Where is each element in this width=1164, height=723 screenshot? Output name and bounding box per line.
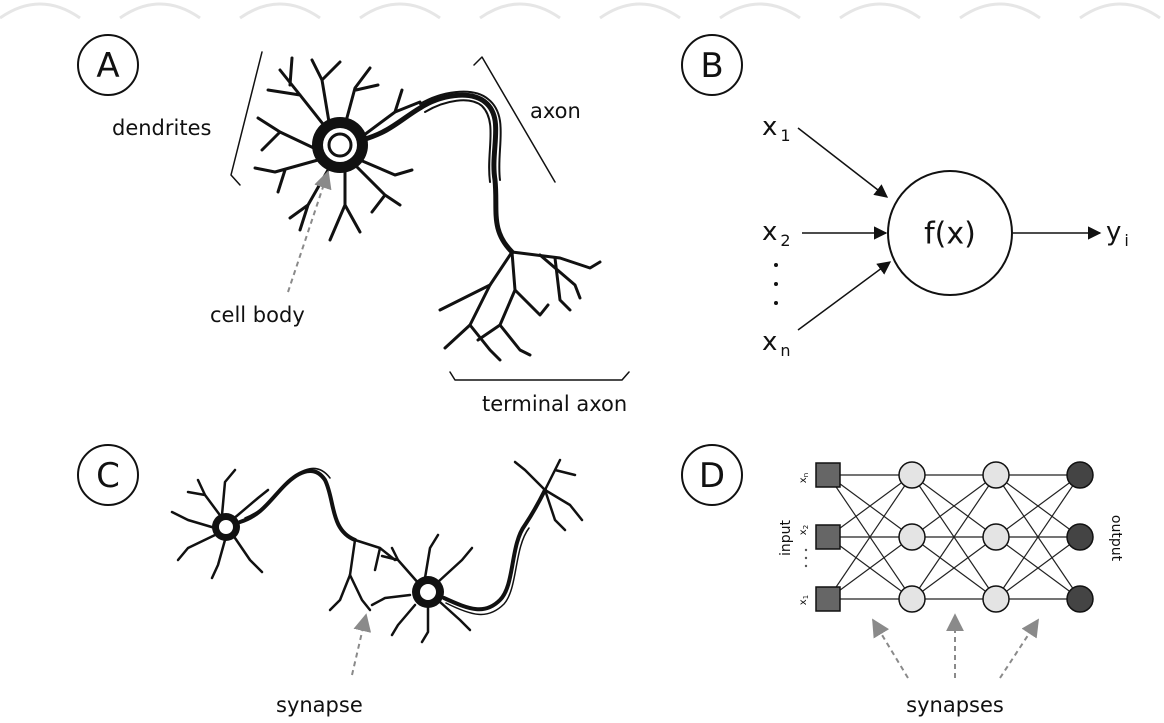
output-layer-label: output [1108,515,1124,562]
hidden-1-node [899,586,925,612]
input-ellipsis-dots [774,263,778,305]
input-node [816,525,840,549]
input-symbol-xn: xn [798,473,810,483]
terminal-axon-bracket [450,372,629,380]
hidden-2-node [983,586,1009,612]
input-symbol-x2: x2 [798,525,810,535]
synapses-arrow-left [873,620,908,678]
panel-d: D input output xn x2 x1 synapses [682,445,1124,717]
input-node [816,587,840,611]
input-symbol-x1: x1 [798,595,810,605]
terminal-axon-label: terminal axon [482,392,627,416]
hidden-2-node [983,524,1009,550]
hidden-1-node [899,462,925,488]
output-node [1067,462,1093,488]
synapses-arrow-right [1000,620,1038,678]
panel-b-letter: B [700,46,723,86]
axon-label: axon [530,99,581,123]
output-node [1067,524,1093,550]
panel-c: C [78,445,582,717]
dendrites-label: dendrites [112,116,211,140]
network-connections [828,475,1080,599]
activation-function-label: f(x) [924,217,976,252]
cell-body-arrow [288,172,328,292]
synapse-label: synapse [276,693,363,717]
panel-a-letter: A [96,46,119,86]
cell-body-label: cell body [210,303,305,327]
hidden-2-node [983,462,1009,488]
synapse-illustration [172,460,582,642]
hidden-1-node [899,524,925,550]
panel-d-letter: D [699,456,725,496]
input-layer-label: input [778,519,794,556]
input-xn-arrow [798,262,890,330]
synapses-label: synapses [906,693,1004,717]
input-node [816,463,840,487]
input-symbol-dots [805,549,807,567]
watermark [0,4,1160,18]
panel-a: A [78,35,629,416]
panel-c-letter: C [96,456,120,496]
output-node [1067,586,1093,612]
input-x1-arrow [798,128,887,197]
synapse-arrow [352,615,366,675]
